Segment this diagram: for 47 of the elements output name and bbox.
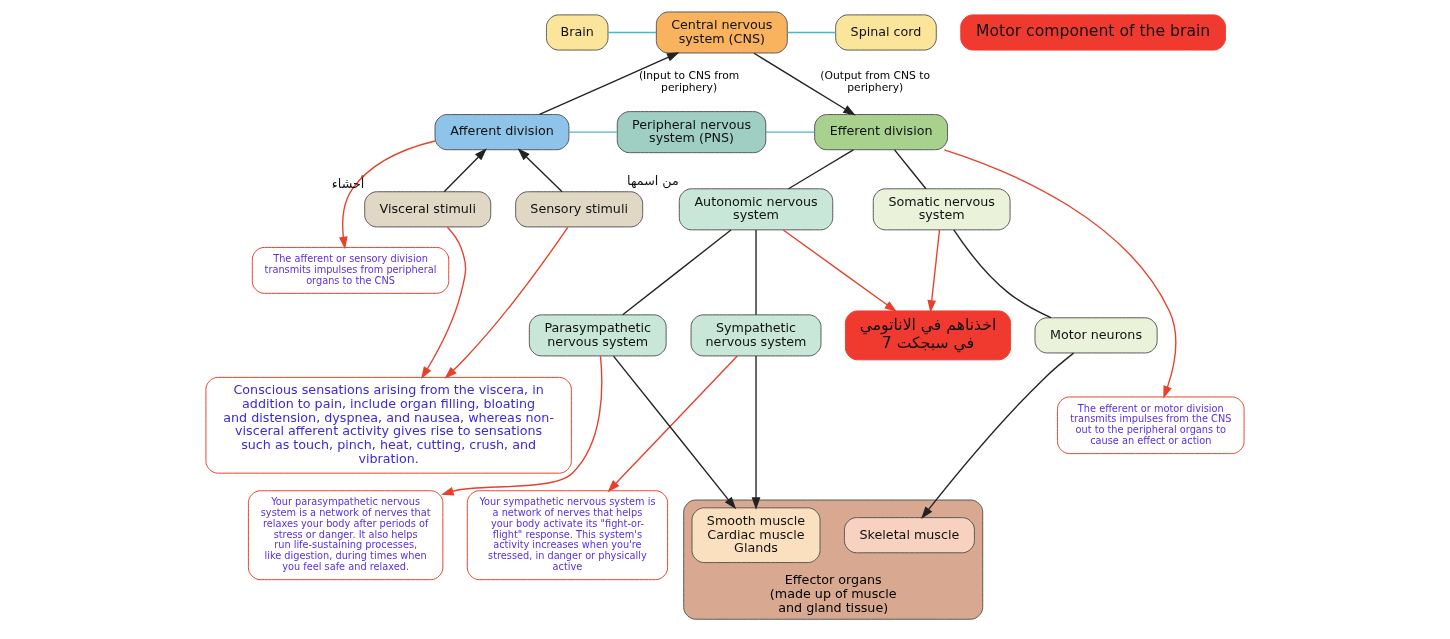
connector bbox=[765, 131, 816, 133]
node-box: Spinal cord bbox=[835, 14, 937, 51]
arrow bbox=[421, 226, 467, 380]
edge-label: (Input to CNS from periphery) bbox=[638, 69, 740, 94]
node-box: Somatic nervous system bbox=[872, 188, 1011, 231]
node-box: Autonomic nervous system bbox=[678, 188, 834, 231]
node-box: Peripheral nervous system (PNS) bbox=[616, 111, 767, 154]
node-box: The afferent or sensory division transmits impulses from peripheral organs to the CNS bbox=[251, 246, 450, 294]
node-box: Your sympathetic nervous system is a network of nerves that helps your body activate its "fight-or-flight" response. This system's activity increases when you're stressed, in danger or physically active bbox=[466, 490, 669, 581]
node-box: The efferent or motor division transmits impulses from the CNS out to the peripheral organs to cause an effect or action bbox=[1056, 396, 1245, 455]
arrow bbox=[753, 52, 856, 116]
connector bbox=[607, 31, 657, 34]
node-box: Conscious sensations arising from the viscera, in addition to pain, include organ filling, bloating and distension, dyspnea, and nausea, whereas non-visceral afferent activity gives rise to sensations such as touch, pinch, heat, cutting, crush, and vibration. bbox=[205, 376, 572, 474]
arrow bbox=[338, 140, 436, 250]
connector bbox=[953, 229, 1052, 319]
arrow bbox=[538, 52, 680, 116]
node-box: Sympathetic nervous system bbox=[690, 314, 822, 357]
connector bbox=[622, 229, 732, 316]
node-box: Afferent division bbox=[434, 114, 570, 151]
arrow bbox=[517, 148, 563, 193]
node-label: من اسمها bbox=[627, 173, 679, 189]
node-box: Visceral stimuli bbox=[364, 191, 492, 228]
arrow bbox=[782, 229, 897, 312]
connector bbox=[755, 229, 757, 316]
node-box: Brain bbox=[545, 14, 609, 51]
arrow bbox=[441, 355, 603, 496]
arrow bbox=[443, 148, 487, 193]
arrow bbox=[943, 149, 1177, 399]
node-box: Efferent division bbox=[814, 114, 949, 151]
node-box: Motor component of the brain bbox=[960, 14, 1226, 51]
arrow bbox=[751, 355, 761, 510]
node-box: Parasympathetic nervous system bbox=[528, 314, 667, 357]
connector bbox=[893, 149, 927, 190]
node-box: Smooth muscle Cardiac muscle Glands bbox=[691, 507, 821, 564]
connector bbox=[568, 131, 618, 133]
edge-label: (Output from CNS to periphery) bbox=[820, 69, 931, 94]
node-box: Your parasympathetic nervous system is a network of nerves that relaxes your body after periods of stress or danger. It also helps run life-sustaining processes, like digestion, during times when you feel safe and relaxed. bbox=[247, 490, 444, 581]
arrow bbox=[927, 229, 941, 313]
node-box: Central nervous system (CNS) bbox=[655, 11, 788, 54]
arrow bbox=[921, 352, 1075, 519]
node-box: اخذناهم في الاناتومي في سبجكت 7 bbox=[844, 310, 1012, 361]
node-box: Motor neurons bbox=[1034, 317, 1158, 354]
connector bbox=[787, 149, 854, 190]
node-box: Skeletal muscle bbox=[843, 517, 975, 554]
node-box: Sensory stimuli bbox=[515, 191, 644, 228]
connector bbox=[786, 31, 837, 34]
arrow bbox=[444, 226, 569, 379]
